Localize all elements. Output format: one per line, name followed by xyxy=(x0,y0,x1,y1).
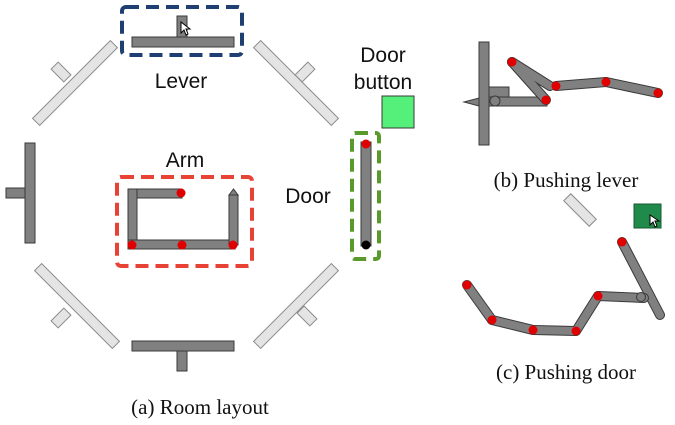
arm-b-joint xyxy=(541,95,551,105)
lever-wall-vertical xyxy=(478,41,490,146)
arm-c-joint xyxy=(487,315,497,325)
wall-bottom xyxy=(131,340,235,352)
lever-label: Lever xyxy=(155,70,208,93)
arm-joint xyxy=(177,240,187,250)
wall-bottom-right-stub xyxy=(296,305,318,327)
robot-arm xyxy=(127,188,239,250)
arm-c-joint xyxy=(462,280,472,290)
wall-bottom-left xyxy=(33,262,121,350)
arm-b-joint xyxy=(507,57,517,67)
mouse-cursor-icon xyxy=(180,20,192,36)
lever-pivot-b xyxy=(489,95,501,107)
arm-label: Arm xyxy=(166,149,205,172)
caption-c: (c) Pushing door xyxy=(496,360,636,384)
lever-pointer xyxy=(462,97,480,107)
arm-joints xyxy=(127,188,238,250)
wall-left xyxy=(24,142,36,244)
arm-highlight-box xyxy=(115,175,254,268)
arm-joint xyxy=(176,188,186,198)
pushing-door-panel: (c) Pushing door xyxy=(462,193,665,384)
diagonal-wall-c xyxy=(563,193,597,227)
door-c-hinge xyxy=(636,292,646,302)
door-label: Door xyxy=(285,185,331,208)
door-panel[interactable] xyxy=(360,141,372,247)
arm-b-joint xyxy=(601,77,611,87)
arm-c-joint xyxy=(571,326,581,336)
arm-b-joint xyxy=(551,81,561,91)
caption-a: (a) Room layout xyxy=(131,395,269,419)
pushing-lever-panel: (b) Pushing lever xyxy=(462,41,663,192)
arm-gripper xyxy=(228,188,239,196)
arm-link-2 xyxy=(127,188,138,246)
door-highlight-box xyxy=(350,131,381,261)
room-layout-panel: Lever Door button Door Arm (a) Room layo… xyxy=(5,5,415,419)
door-hinge-bottom xyxy=(361,240,371,250)
diagonal-walls xyxy=(31,39,340,350)
door-button-pressed xyxy=(633,203,662,229)
arm-joint xyxy=(127,240,137,250)
wall-top-right xyxy=(252,39,340,127)
caption-b: (b) Pushing lever xyxy=(494,168,639,192)
arm-link-4 xyxy=(228,194,239,246)
wall-left-stub xyxy=(5,187,26,199)
wall-bottom-stub xyxy=(176,350,188,372)
lever-bar xyxy=(131,36,235,48)
door-hinge-top xyxy=(361,139,371,149)
mouse-cursor-icon xyxy=(649,214,661,228)
door-button-label-line2: button xyxy=(354,71,412,94)
door-button[interactable] xyxy=(381,95,415,129)
arm-c-joint xyxy=(617,237,627,247)
lever-handle-b xyxy=(488,86,510,98)
wall-top-right-stub xyxy=(294,61,316,83)
wall-top-left-stub xyxy=(50,61,72,83)
arm-b-joint xyxy=(653,88,663,98)
wall-bottom-right xyxy=(252,262,340,350)
arm-c-joint xyxy=(528,325,538,335)
arm-joint xyxy=(228,240,238,250)
arm-c-joint xyxy=(593,291,603,301)
wall-bottom-left-stub xyxy=(50,307,72,329)
lever-highlight-box xyxy=(120,5,244,57)
door-button-label-line1: Door xyxy=(360,44,406,67)
wall-top-left xyxy=(31,39,119,127)
